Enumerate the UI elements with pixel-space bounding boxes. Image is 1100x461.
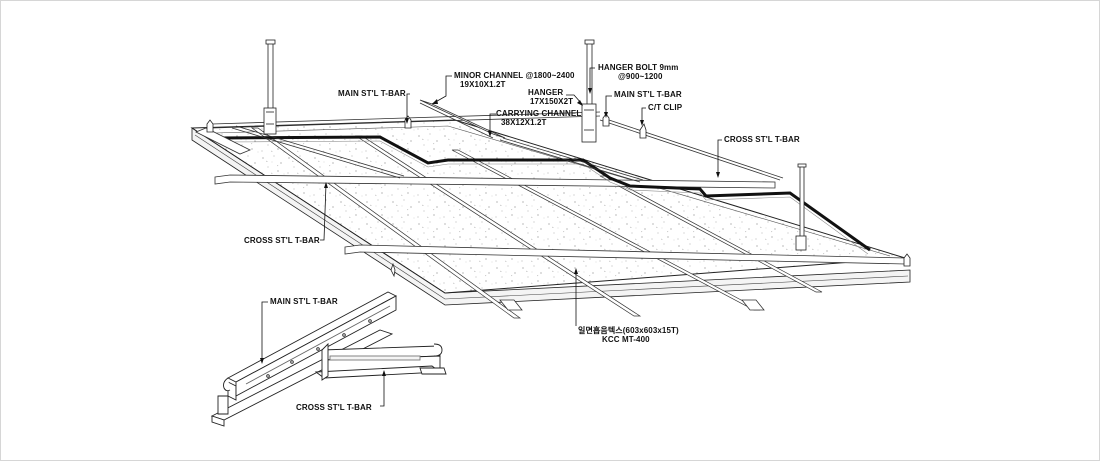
label-minor-channel-size: 19X10X1.2T: [460, 80, 505, 89]
ct-clips: [206, 113, 911, 278]
carrying-channels: [195, 99, 784, 183]
cross-tbar-front-segments: [499, 299, 765, 311]
label-main-tbar-right: MAIN ST'L T-BAR: [614, 90, 682, 99]
label-detail-cross-tbar: CROSS ST'L T-BAR: [296, 403, 372, 412]
label-detail-main-tbar: MAIN ST'L T-BAR: [270, 297, 338, 306]
label-hanger-size: 17X150X2T: [530, 97, 573, 106]
label-cross-tbar-left: CROSS ST'L T-BAR: [244, 236, 320, 245]
ceiling-board: [190, 119, 911, 306]
label-board-product: KCC MT-400: [602, 335, 650, 344]
tbar-detail: [210, 291, 447, 427]
label-ct-clip: C/T CLIP: [648, 103, 683, 112]
label-carrying-channel-size: 38X12X1.2T: [501, 118, 546, 127]
label-main-tbar-left: MAIN ST'L T-BAR: [338, 89, 406, 98]
leader-lines: [260, 67, 722, 407]
label-minor-channel: MINOR CHANNEL @1800~2400: [454, 71, 575, 80]
hangers: [263, 103, 807, 251]
label-board: 일면흡음텍스(603x603x15T): [578, 325, 679, 335]
label-hanger-bolt-spacing: @900~1200: [618, 72, 663, 81]
label-hanger-bolt: HANGER BOLT 9mm: [598, 63, 678, 72]
label-cross-tbar-right: CROSS ST'L T-BAR: [724, 135, 800, 144]
label-hanger: HANGER: [528, 88, 563, 97]
label-carrying-channel: CARRYING CHANNEL: [496, 109, 581, 118]
board-top-edge: [219, 135, 871, 252]
labels: MINOR CHANNEL @1800~2400 19X10X1.2T HANG…: [244, 63, 800, 412]
